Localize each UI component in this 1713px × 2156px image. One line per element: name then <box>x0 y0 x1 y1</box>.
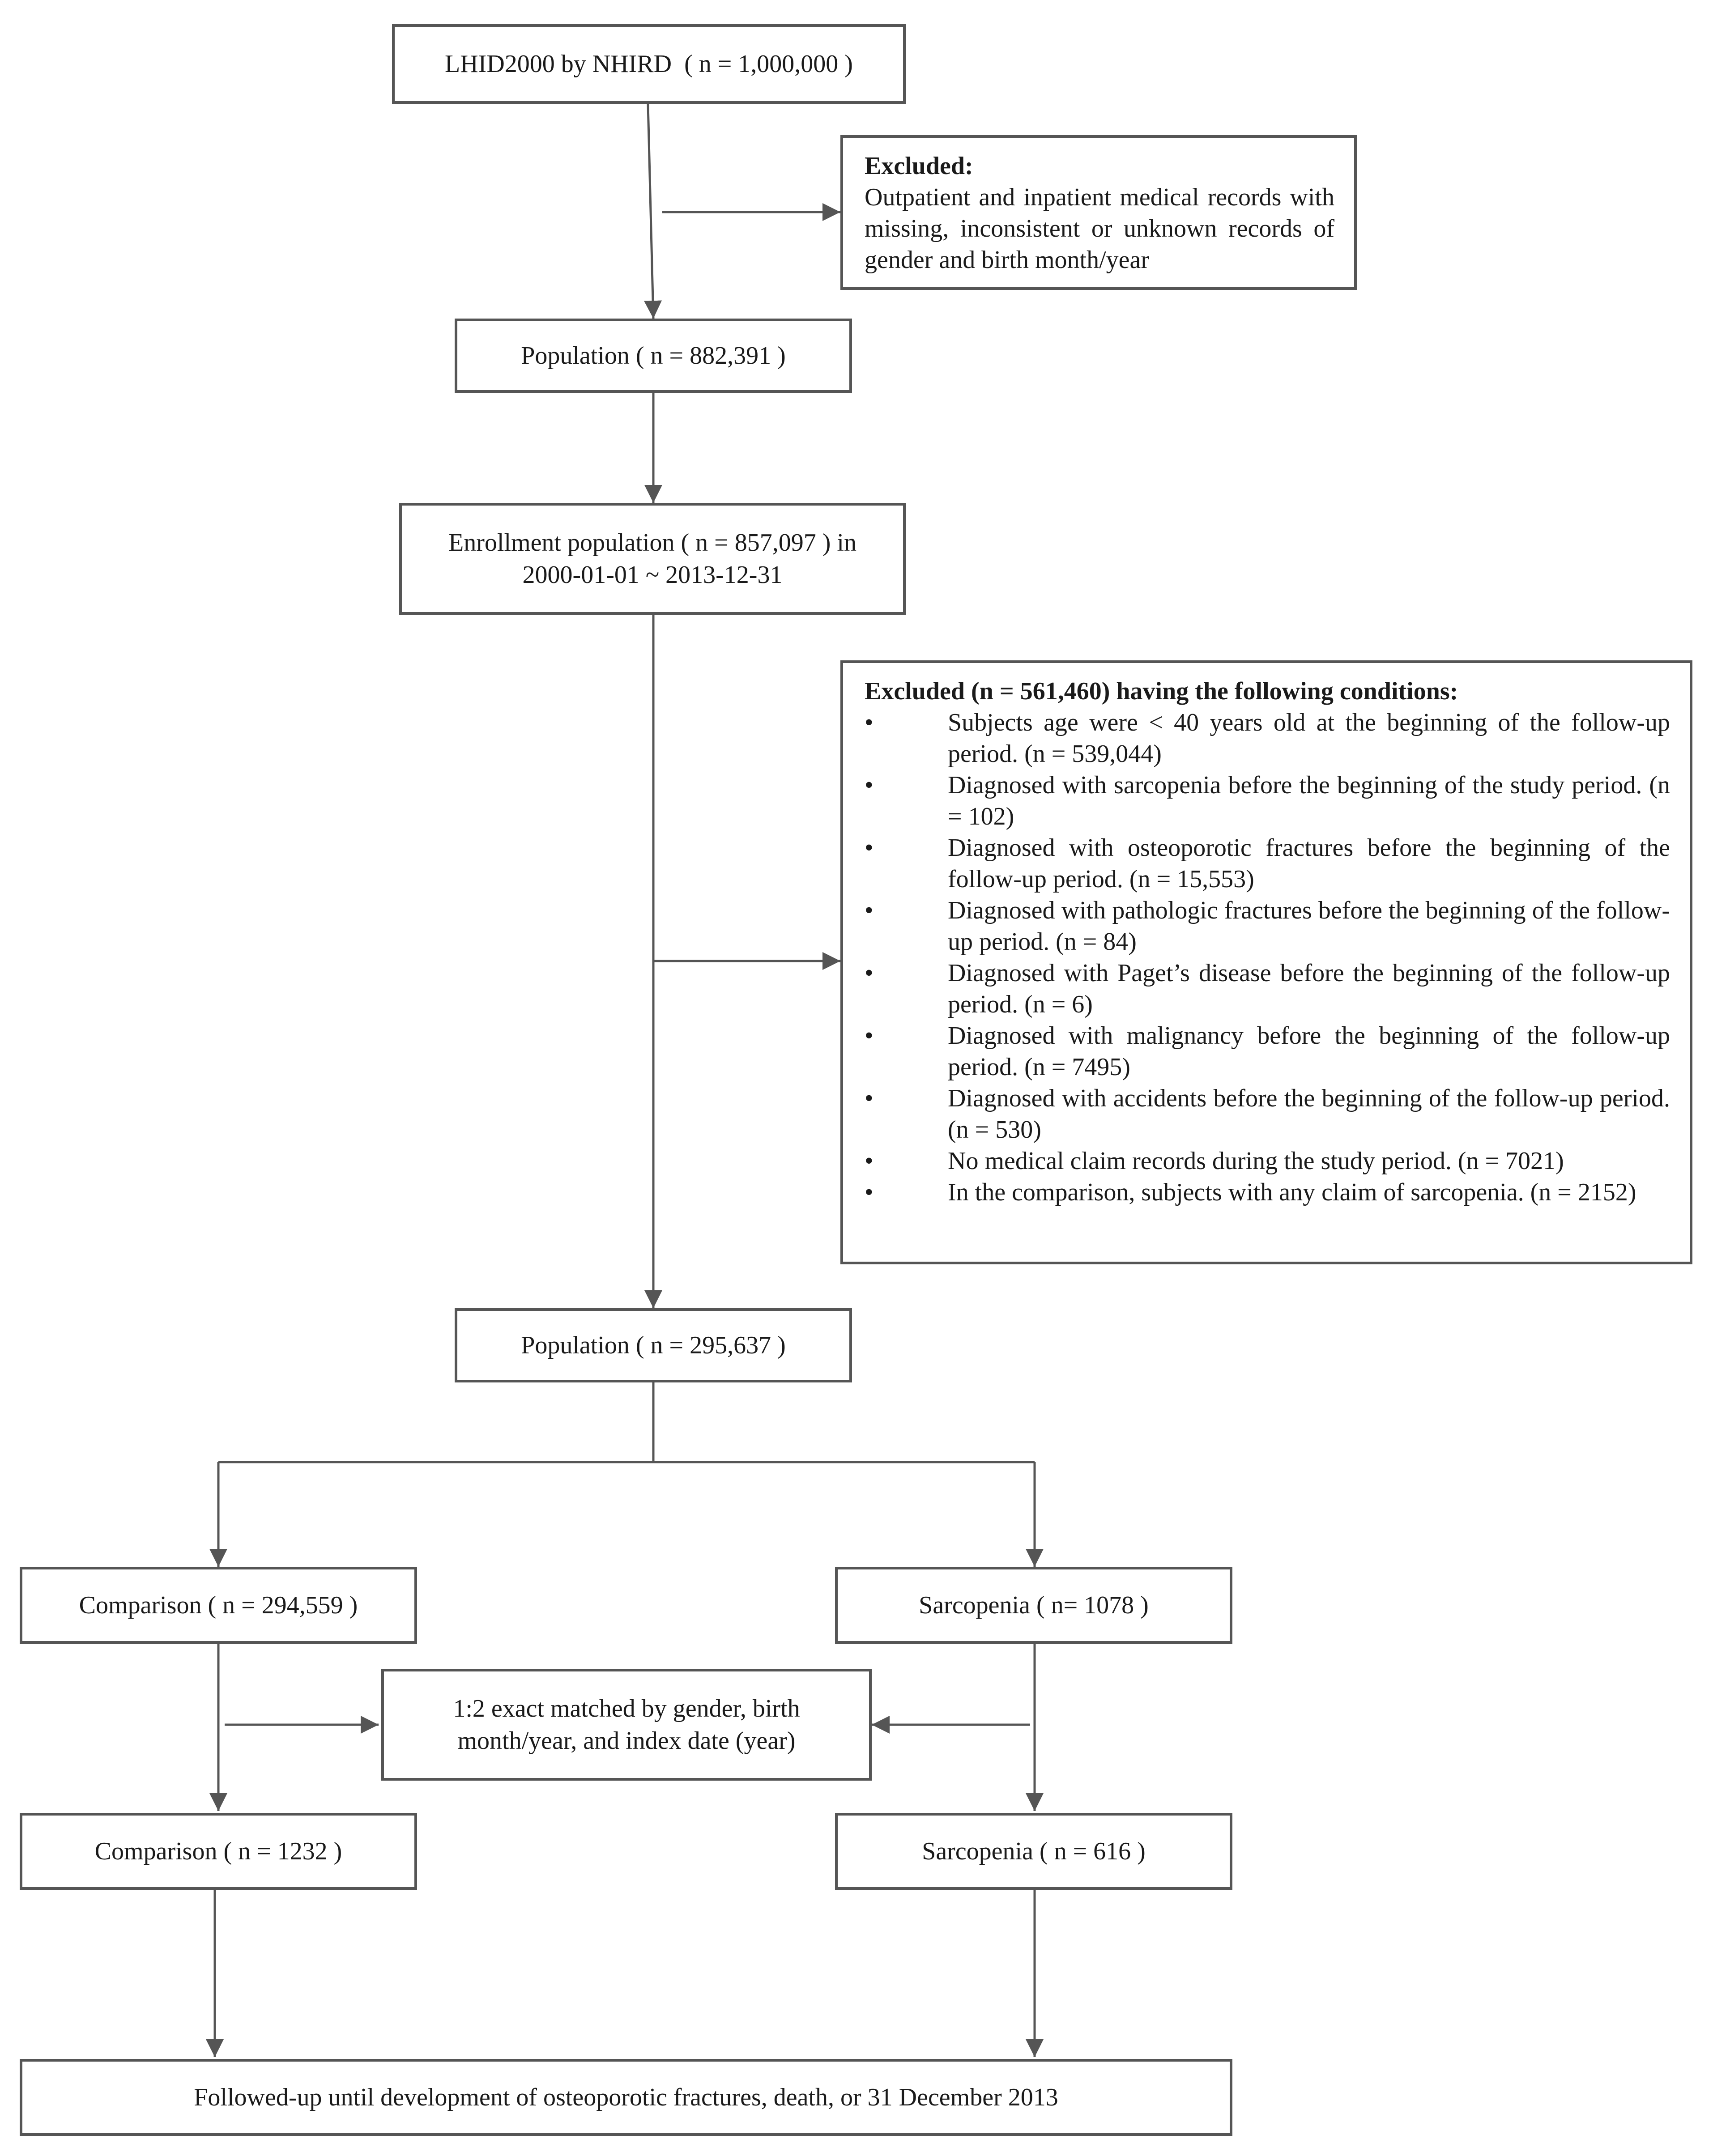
bullet: • <box>865 1022 874 1050</box>
list-item: • No medical claim records during the stu… <box>865 1145 1670 1177</box>
exclusion-item-text: Diagnosed with malignancy before the beg… <box>948 1022 1670 1081</box>
exclusion-item-text: Diagnosed with sarcopenia before the beg… <box>948 771 1670 830</box>
exclusion-box-1: Excluded: Outpatient and inpatient medic… <box>840 135 1357 290</box>
sarcopenia-matched-box: Sarcopenia ( n = 616 ) <box>835 1813 1232 1890</box>
exclusion-item-text: Diagnosed with accidents before the begi… <box>948 1084 1670 1144</box>
comparison-label: Comparison ( n = 294,559 ) <box>79 1591 358 1619</box>
comparison-matched-label: Comparison ( n = 1232 ) <box>94 1837 342 1865</box>
list-item: • Diagnosed with Paget’s disease before t… <box>865 957 1670 1020</box>
followup-label: Followed-up until development of osteopo… <box>194 2084 1058 2111</box>
bullet: • <box>865 1178 874 1206</box>
population-2-label: Population ( n = 295,637 ) <box>521 1331 786 1359</box>
list-item: • Diagnosed with osteoporotic fractures b… <box>865 832 1670 895</box>
list-item: • Subjects age were < 40 years old at the… <box>865 707 1670 770</box>
comparison-matched-box: Comparison ( n = 1232 ) <box>20 1813 417 1890</box>
enrollment-line-1: Enrollment population ( n = 857,097 ) in <box>448 529 856 557</box>
sarcopenia-box: Sarcopenia ( n= 1078 ) <box>835 1567 1232 1644</box>
bullet: • <box>865 1084 874 1112</box>
population-1-label: Population ( n = 882,391 ) <box>521 342 786 370</box>
exclusion-item-text: In the comparison, subjects with any cla… <box>948 1178 1636 1206</box>
arrow-source-to-population <box>644 103 662 319</box>
list-item: • In the comparison, subjects with any cl… <box>865 1177 1670 1208</box>
enrollment-box: Enrollment population ( n = 857,097 ) in… <box>399 503 906 615</box>
exclusion-item-text: Subjects age were < 40 years old at the … <box>948 709 1670 768</box>
exclusion-item-text: Diagnosed with Paget’s disease before th… <box>948 959 1670 1018</box>
bullet: • <box>865 897 874 924</box>
population-box-1: Population ( n = 882,391 ) <box>455 319 852 393</box>
source-label: LHID2000 by NHIRD ( n = 1,000,000 ) <box>445 50 853 78</box>
exclusion-1-title: Excluded: <box>865 152 973 180</box>
list-item: • Diagnosed with accidents before the beg… <box>865 1083 1670 1145</box>
exclusion-1-text: Outpatient and inpatient medical records… <box>865 183 1334 274</box>
bullet: • <box>865 771 874 799</box>
sarcopenia-label: Sarcopenia ( n= 1078 ) <box>919 1591 1149 1619</box>
bullet: • <box>865 959 874 987</box>
sarcopenia-matched-label: Sarcopenia ( n = 616 ) <box>922 1837 1146 1865</box>
list-item: • Diagnosed with malignancy before the be… <box>865 1020 1670 1083</box>
enrollment-line-2: 2000-01-01 ~ 2013-12-31 <box>522 561 783 589</box>
bullet: • <box>865 709 874 736</box>
list-item: • Diagnosed with pathologic fractures bef… <box>865 895 1670 957</box>
exclusion-item-text: Diagnosed with osteoporotic fractures be… <box>948 834 1670 893</box>
matching-line-2: month/year, and index date (year) <box>457 1727 796 1755</box>
list-item: • Diagnosed with sarcopenia before the be… <box>865 770 1670 832</box>
matching-box: 1:2 exact matched by gender, birth month… <box>381 1669 872 1781</box>
source-box: LHID2000 by NHIRD ( n = 1,000,000 ) <box>392 24 906 104</box>
exclusion-item-text: Diagnosed with pathologic fractures befo… <box>948 897 1670 956</box>
exclusion-box-2: Excluded (n = 561,460) having the follow… <box>840 660 1692 1264</box>
bullet: • <box>865 834 874 862</box>
exclusion-item-text: No medical claim records during the stud… <box>948 1147 1564 1175</box>
bullet: • <box>865 1147 874 1175</box>
population-box-2: Population ( n = 295,637 ) <box>455 1308 852 1382</box>
exclusion-2-title: Excluded (n = 561,460) having the follow… <box>865 677 1458 705</box>
followup-box: Followed-up until development of osteopo… <box>20 2059 1232 2136</box>
exclusion-2-list: • Subjects age were < 40 years old at the… <box>865 707 1670 1208</box>
matching-line-1: 1:2 exact matched by gender, birth <box>453 1695 800 1722</box>
comparison-box: Comparison ( n = 294,559 ) <box>20 1567 417 1644</box>
